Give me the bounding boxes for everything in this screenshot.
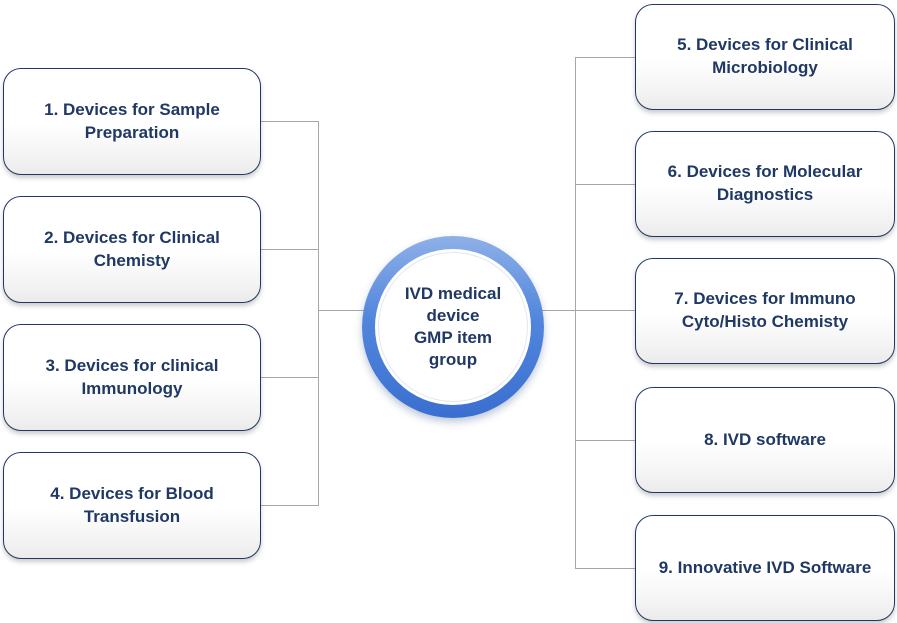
connector-left-trunk: [318, 121, 319, 506]
connector-left-2: [260, 249, 319, 250]
node-3-clinical-immunology: 3. Devices for clinical Immunology: [3, 324, 261, 431]
node-2-label: 2. Devices for Clinical Chemisty: [44, 227, 220, 270]
connector-right-3-hub: [480, 310, 636, 311]
connector-left-3: [260, 377, 319, 378]
connector-right-trunk: [575, 57, 576, 569]
hub-inner-circle: IVD medical device GMP item group: [375, 249, 531, 405]
hub-circle: IVD medical device GMP item group: [362, 236, 544, 418]
node-6-molecular-diagnostics: 6. Devices for Molecular Diagnostics: [635, 131, 895, 237]
connector-left-1: [260, 121, 319, 122]
node-7-immuno-cyto-histo-chemistry: 7. Devices for Immuno Cyto/Histo Chemist…: [635, 258, 895, 364]
node-3-label: 3. Devices for clinical Immunology: [45, 355, 219, 398]
node-9-innovative-ivd-software: 9. Innovative IVD Software: [635, 515, 895, 621]
node-1-label: 1. Devices for Sample Preparation: [44, 99, 220, 142]
node-9-label: 9. Innovative IVD Software: [658, 557, 872, 577]
connector-left-4: [260, 505, 319, 506]
connector-right-1: [575, 57, 636, 58]
node-4-label: 4. Devices for Blood Transfusion: [50, 483, 214, 526]
node-6-label: 6. Devices for Molecular Diagnostics: [667, 162, 863, 204]
connector-right-2: [575, 184, 636, 185]
node-8-ivd-software: 8. IVD software: [635, 387, 895, 493]
hub-label: IVD medical device GMP item group: [404, 283, 502, 370]
node-2-clinical-chemistry: 2. Devices for Clinical Chemisty: [3, 196, 261, 303]
node-5-clinical-microbiology: 5. Devices for Clinical Microbiology: [635, 4, 895, 110]
node-1-sample-preparation: 1. Devices for Sample Preparation: [3, 68, 261, 175]
node-4-blood-transfusion: 4. Devices for Blood Transfusion: [3, 452, 261, 559]
node-5-label: 5. Devices for Clinical Microbiology: [677, 35, 853, 77]
connector-right-5: [575, 568, 636, 569]
connector-right-4: [575, 440, 636, 441]
node-8-label: 8. IVD software: [704, 429, 826, 449]
node-7-label: 7. Devices for Immuno Cyto/Histo Chemist…: [674, 289, 856, 331]
